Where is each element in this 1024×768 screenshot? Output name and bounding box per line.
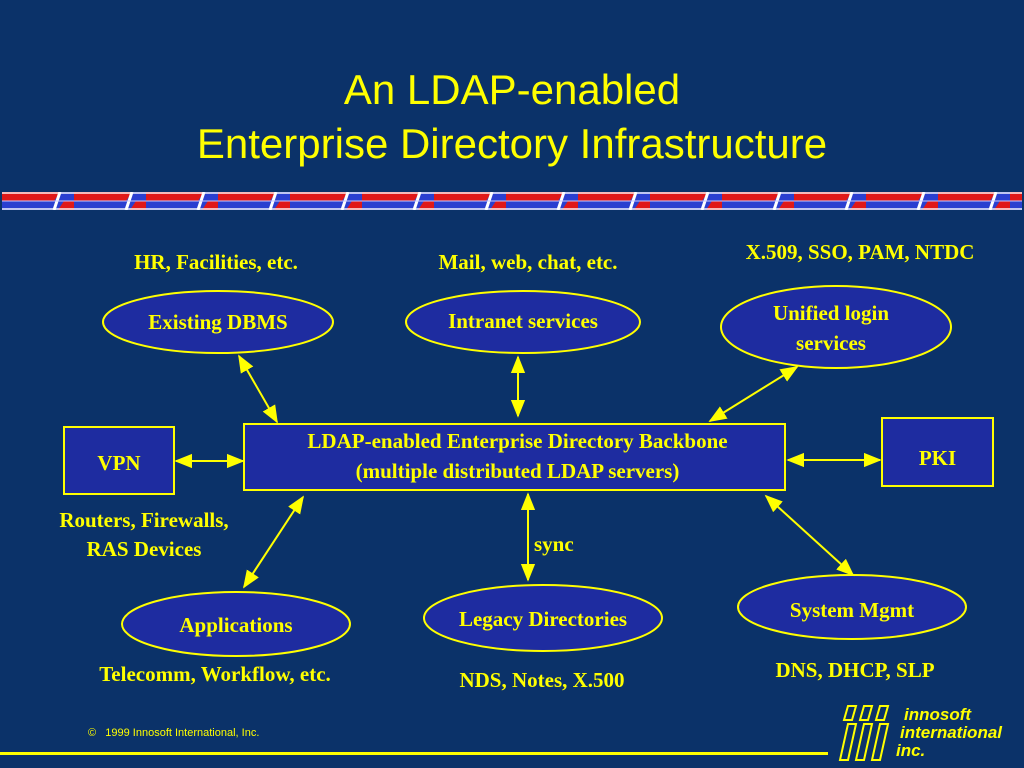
slide-title-line1: An LDAP-enabled [343, 66, 681, 113]
logo-text-line3: inc. [896, 741, 926, 760]
existing-dbms-label: Existing DBMS [148, 310, 288, 334]
link-dbms-backbone [238, 354, 278, 424]
applications-caption: Telecomm, Workflow, etc. [99, 662, 331, 686]
link-login-backbone [708, 366, 799, 422]
existing-dbms-caption: HR, Facilities, etc. [134, 250, 298, 274]
slide-title-line2: Enterprise Directory Infrastructure [196, 120, 828, 167]
legacy-directories-node [423, 584, 663, 652]
intranet-services-caption: Mail, web, chat, etc. [438, 250, 618, 274]
backbone-label-line1: LDAP-enabled Enterprise Directory Backbo… [307, 429, 728, 453]
footer-rule [0, 752, 828, 755]
unified-login-caption: X.509, SSO, PAM, NTDC [745, 240, 975, 264]
system-mgmt-label: System Mgmt [789, 598, 915, 622]
copyright-notice: © 1999 Innosoft International, Inc. [88, 727, 259, 739]
sync-label: sync [534, 532, 574, 556]
logo-text-line1: innosoft [904, 705, 972, 724]
vpn-caption-line2: RAS Devices [86, 537, 202, 561]
pki-label: PKI [918, 446, 957, 470]
legacy-directories-label: Legacy Directories [458, 607, 628, 631]
pki-node [881, 417, 994, 487]
logo-text-line2: international [900, 723, 1003, 742]
intranet-services-label: Intranet services [448, 309, 598, 333]
innosoft-logo-icon [838, 705, 890, 761]
legacy-directories-caption: NDS, Notes, X.500 [459, 668, 625, 692]
vpn-label: VPN [97, 451, 141, 475]
title-divider [2, 192, 1022, 210]
link-backbone-sysmgmt [764, 494, 855, 577]
vpn-caption-line1: Routers, Firewalls, [59, 508, 229, 532]
unified-login-node [720, 285, 952, 369]
applications-node [121, 591, 351, 657]
unified-login-label-line1: Unified login [772, 301, 890, 325]
copyright-text: 1999 Innosoft International, Inc. [105, 727, 260, 739]
vpn-node [63, 426, 175, 495]
existing-dbms-node [102, 290, 334, 354]
copyright-symbol: © [88, 727, 97, 739]
link-backbone-applications [243, 495, 304, 589]
applications-label: Applications [179, 613, 293, 637]
intranet-services-node [405, 290, 641, 354]
backbone-label-line2: (multiple distributed LDAP servers) [355, 459, 680, 483]
system-mgmt-caption: DNS, DHCP, SLP [775, 658, 935, 682]
unified-login-label-line2: services [796, 331, 866, 355]
